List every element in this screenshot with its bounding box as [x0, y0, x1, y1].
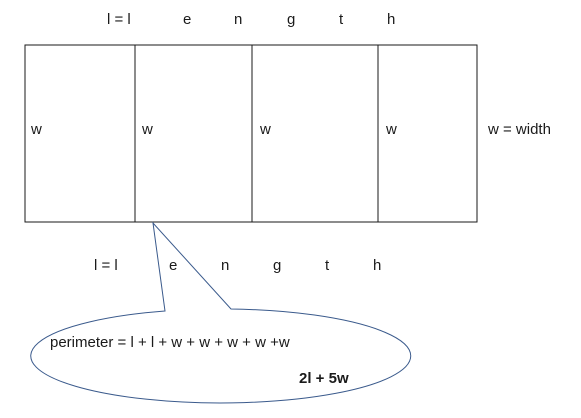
- top-length-letter: t: [339, 11, 344, 28]
- perimeter-formula: perimeter = l + l + w + w + w + w +w: [50, 334, 290, 351]
- bottom-length-prefix: l = l: [94, 257, 118, 274]
- top-length-letter: h: [387, 11, 396, 28]
- width-mark: w: [31, 121, 42, 138]
- top-length-letter: n: [234, 11, 243, 28]
- bottom-length-letter: h: [373, 257, 382, 274]
- top-length-letter: g: [287, 11, 296, 28]
- callout-bubble: [30, 221, 412, 404]
- width-mark: w: [386, 121, 397, 138]
- bottom-length-letter: e: [169, 257, 178, 274]
- width-legend: w = width: [488, 121, 551, 138]
- top-length-letter: e: [183, 11, 192, 28]
- top-length-prefix: l = l: [107, 11, 131, 28]
- perimeter-result: 2l + 5w: [299, 370, 349, 387]
- bottom-length-letter: n: [221, 257, 230, 274]
- bottom-length-letter: t: [325, 257, 330, 274]
- outer-rectangle: [24, 44, 478, 223]
- width-mark: w: [260, 121, 271, 138]
- bottom-length-letter: g: [273, 257, 282, 274]
- width-mark: w: [142, 121, 153, 138]
